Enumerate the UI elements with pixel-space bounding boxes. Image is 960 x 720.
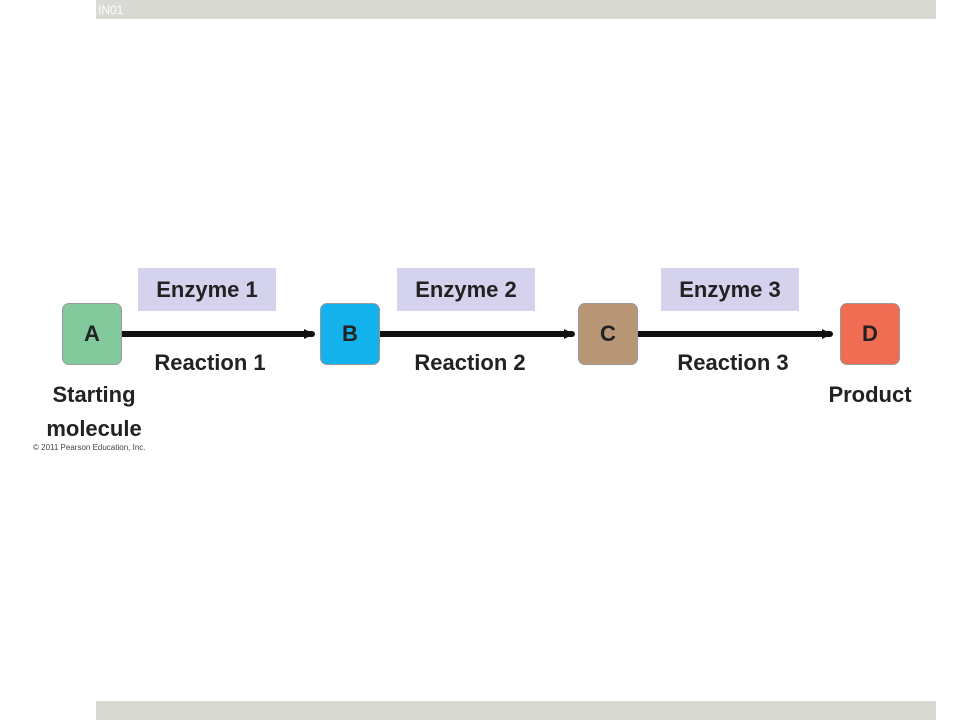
top-bar: IN01 [96, 0, 936, 19]
starting-molecule-caption: Starting molecule [24, 378, 164, 446]
molecule-b: B [320, 303, 380, 365]
reaction-2-label: Reaction 2 [414, 350, 526, 375]
product-caption: Product [828, 382, 912, 407]
reaction-1-label: Reaction 1 [154, 350, 266, 375]
molecule-d: D [840, 303, 900, 365]
enzyme-1-label: Enzyme 1 [138, 268, 276, 311]
copyright-notice: © 2011 Pearson Education, Inc. [33, 443, 146, 452]
reaction-3-label: Reaction 3 [677, 350, 789, 375]
enzyme-3-label: Enzyme 3 [661, 268, 799, 311]
starting-caption-line-1: Starting [52, 382, 136, 407]
slide-id-label: IN01 [98, 3, 124, 17]
molecule-c: C [578, 303, 638, 365]
bottom-bar [96, 701, 936, 720]
starting-caption-line-2: molecule [46, 416, 142, 441]
enzyme-2-label: Enzyme 2 [397, 268, 535, 311]
molecule-a: A [62, 303, 122, 365]
